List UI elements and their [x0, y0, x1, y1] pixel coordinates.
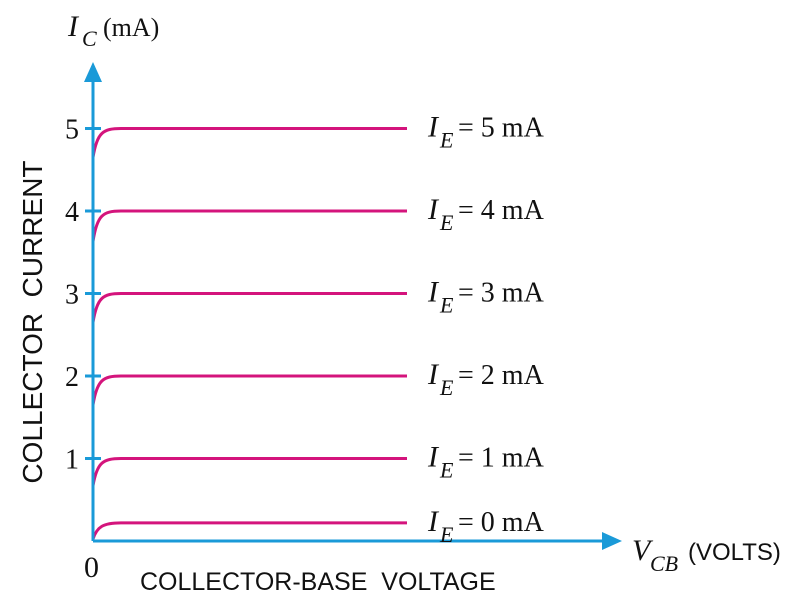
y-tick-label: 3 [65, 280, 79, 311]
origin-label: 0 [84, 551, 99, 584]
series-label-value: = 3 mA [458, 278, 545, 309]
series-label-symbol: I [427, 441, 440, 474]
series-label-value: = 0 mA [458, 507, 545, 538]
x-axis-symbol: V [632, 534, 654, 567]
series-curve [91, 457, 407, 486]
series-curve [91, 374, 407, 406]
series-label-symbol: I [427, 505, 440, 538]
series-curve [91, 292, 407, 323]
y-axis-arrow-icon [84, 62, 102, 82]
y-axis-symbol-subscript: C [82, 26, 97, 51]
y-tick-label: 1 [65, 445, 79, 476]
y-tick-label: 4 [65, 197, 79, 228]
y-axis-unit: (mA) [103, 13, 159, 42]
series-label-symbol: I [427, 111, 440, 144]
series-label-symbol: I [427, 358, 440, 391]
series-curve [91, 209, 407, 242]
y-tick-label: 5 [65, 115, 79, 146]
y-tick-label: 2 [65, 362, 79, 393]
series-label-subscript: E [439, 522, 454, 547]
y-tick-layer: 1 2 3 4 5 [65, 115, 101, 476]
series-label-subscript: E [439, 293, 454, 318]
series-label-symbol: I [427, 193, 440, 226]
x-axis-unit: (VOLTS) [688, 539, 781, 566]
series-label-value: = 2 mA [458, 360, 545, 391]
series-label-subscript: E [439, 375, 454, 400]
x-axis-arrow-icon [602, 532, 622, 550]
series-label-subscript: E [439, 128, 454, 153]
y-axis-symbol: I [67, 10, 80, 43]
series-curve [91, 521, 407, 540]
series-label-value: = 1 mA [458, 443, 545, 474]
x-axis-symbol-subscript: CB [650, 551, 678, 576]
series-label-value: = 5 mA [458, 113, 545, 144]
series-label-value: = 4 mA [458, 195, 545, 226]
series-curve [91, 127, 407, 158]
curve-layer [91, 127, 407, 540]
y-axis-title: COLLECTOR CURRENT [17, 160, 48, 483]
series-label-subscript: E [439, 210, 454, 235]
series-label-symbol: I [427, 276, 440, 309]
axes-layer [84, 62, 622, 550]
series-label-subscript: E [439, 458, 454, 483]
x-axis-title: COLLECTOR-BASE VOLTAGE [140, 568, 496, 596]
